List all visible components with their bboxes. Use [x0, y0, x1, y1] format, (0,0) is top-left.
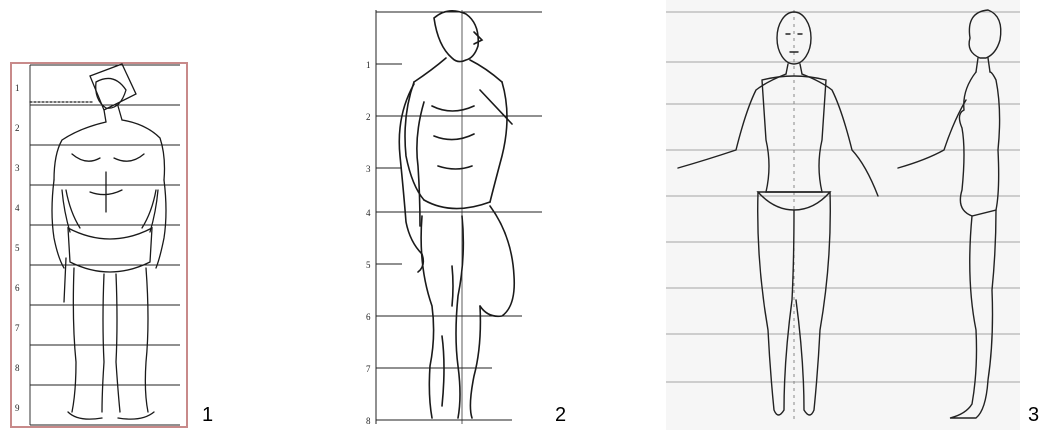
fig1-scale-label: 6	[15, 283, 20, 293]
fig2-scale-label: 4	[366, 208, 371, 218]
fig1-scale-label: 1	[15, 83, 20, 93]
fig2-scale-label: 2	[366, 112, 371, 122]
figure-2-panel: 1 2 3 4 5 6 7 8	[362, 6, 548, 430]
fig1-scale-label: 9	[15, 403, 20, 413]
figure-3-panel	[666, 0, 1020, 430]
figure-3-fashion-croquis-drawing	[666, 0, 1020, 430]
fig2-scale-label: 8	[366, 416, 371, 426]
figure-1-frontal-figure-drawing: 1 2 3 4 5 6 7 8 9	[10, 62, 188, 428]
figure-2-number: 2	[555, 404, 566, 427]
fig2-scale-label: 3	[366, 164, 371, 174]
fig1-scale-label: 4	[15, 203, 20, 213]
fig1-scale-label: 5	[15, 243, 20, 253]
fig1-scale-label: 3	[15, 163, 20, 173]
fig2-scale-label: 7	[366, 364, 371, 374]
figure-3-number: 3	[1028, 404, 1039, 427]
fig1-scale-label: 8	[15, 363, 20, 373]
fig1-scale-label: 7	[15, 323, 20, 333]
fig2-scale-label: 6	[366, 312, 371, 322]
fig1-scale-label: 2	[15, 123, 20, 133]
figure-2-muscular-figure-drawing: 1 2 3 4 5 6 7 8	[362, 6, 548, 430]
figure-1-number: 1	[202, 404, 213, 427]
fig2-scale-label: 1	[366, 60, 371, 70]
figure-1-panel: 1 2 3 4 5 6 7 8 9	[10, 62, 188, 428]
fig2-scale-label: 5	[366, 260, 371, 270]
